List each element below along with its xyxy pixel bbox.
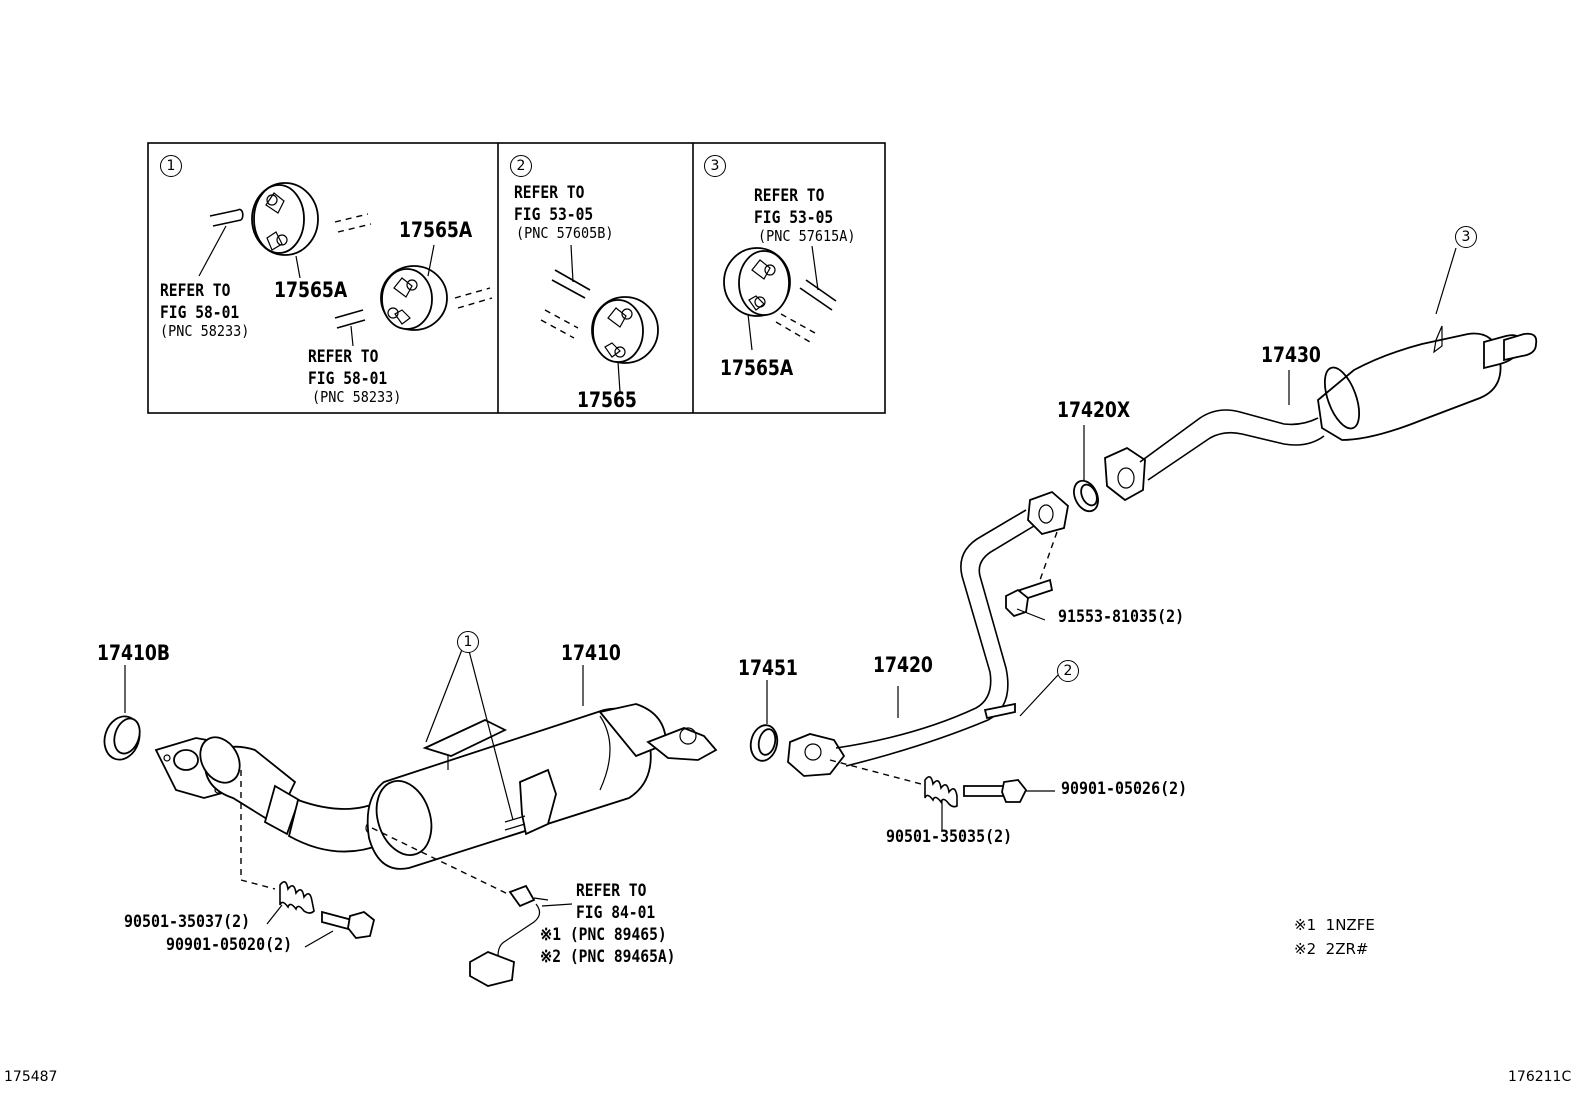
hanger-17565A-top (251, 182, 319, 256)
callout-1[interactable]: 1 (457, 631, 479, 653)
inset-panel-2-number: 2 (510, 155, 532, 177)
sensor-ref-line4: ※2 (PNC 89465A) (540, 947, 676, 967)
note-2: ※2 2ZR# (1294, 940, 1369, 958)
front-pipe-17410 (154, 703, 718, 870)
hanger-17565A-panel3 (723, 247, 791, 317)
bolt-90901-05020 (321, 910, 376, 939)
label-17410[interactable]: 17410 (561, 641, 621, 665)
label-17451[interactable]: 17451 (738, 656, 798, 680)
label-90901-05026[interactable]: 90901-05026(2) (1061, 779, 1188, 799)
label-17410B[interactable]: 17410B (97, 641, 171, 665)
label-17565[interactable]: 17565 (577, 388, 637, 412)
callout-2[interactable]: 2 (1057, 660, 1079, 682)
note-1: ※1 1NZFE (1294, 916, 1375, 934)
ref-fig58-a-line1: REFER TO (160, 281, 231, 301)
gasket-17420X (1073, 479, 1099, 513)
sensor-ref-line3: ※1 (PNC 89465) (540, 925, 667, 945)
footer-code-left: 175487 (4, 1069, 58, 1085)
spring-90501-35035 (924, 776, 958, 808)
bolt-90901-05026 (963, 779, 1028, 803)
tail-pipe-17430 (1104, 325, 1538, 502)
gasket-17410B (103, 715, 141, 761)
spring-90501-35037 (279, 881, 315, 914)
label-17420[interactable]: 17420 (873, 653, 933, 677)
ref-fig53-a-pnc: (PNC 57605B) (516, 224, 614, 242)
gasket-17451 (749, 724, 779, 762)
ref-fig53-b-line1: REFER TO (754, 186, 825, 206)
sensor-ref-line2[interactable]: FIG 84-01 (576, 903, 656, 923)
ref-fig53-b-pnc: (PNC 57615A) (758, 227, 856, 245)
ref-fig58-b-pnc: (PNC 58233) (312, 388, 402, 406)
label-17565A-mid[interactable]: 17565A (274, 278, 348, 302)
ref-fig58-b-line1: REFER TO (308, 347, 379, 367)
inset-box (147, 142, 886, 414)
bolt-91553-81035 (1005, 578, 1054, 618)
inset-panel-3-number: 3 (704, 155, 726, 177)
ref-fig58-b-line2[interactable]: FIG 58-01 (308, 369, 388, 389)
ref-fig58-a-line2[interactable]: FIG 58-01 (160, 303, 240, 323)
ref-fig58-a-pnc: (PNC 58233) (160, 322, 250, 340)
oxygen-sensor (469, 884, 549, 987)
sensor-ref-line1: REFER TO (576, 881, 647, 901)
callout-3[interactable]: 3 (1455, 226, 1477, 248)
label-90501-35035[interactable]: 90501-35035(2) (886, 827, 1013, 847)
label-90901-05020[interactable]: 90901-05020(2) (166, 935, 293, 955)
footer-code-right: 176211C (1508, 1069, 1572, 1085)
hanger-17565A-mid (380, 265, 448, 331)
label-91553-81035[interactable]: 91553-81035(2) (1058, 607, 1185, 627)
ref-fig53-a-line2[interactable]: FIG 53-05 (514, 205, 594, 225)
ref-fig53-b-line2[interactable]: FIG 53-05 (754, 208, 834, 228)
center-pipe-17420 (787, 490, 1069, 777)
hanger-17565 (591, 296, 659, 364)
ref-fig53-a-line1: REFER TO (514, 183, 585, 203)
label-90501-35037[interactable]: 90501-35037(2) (124, 912, 251, 932)
label-17565A-panel3[interactable]: 17565A (720, 356, 794, 380)
label-17420X[interactable]: 17420X (1057, 398, 1131, 422)
label-17565A-top[interactable]: 17565A (399, 218, 473, 242)
label-17430[interactable]: 17430 (1261, 343, 1321, 367)
inset-panel-1-number: 1 (160, 155, 182, 177)
